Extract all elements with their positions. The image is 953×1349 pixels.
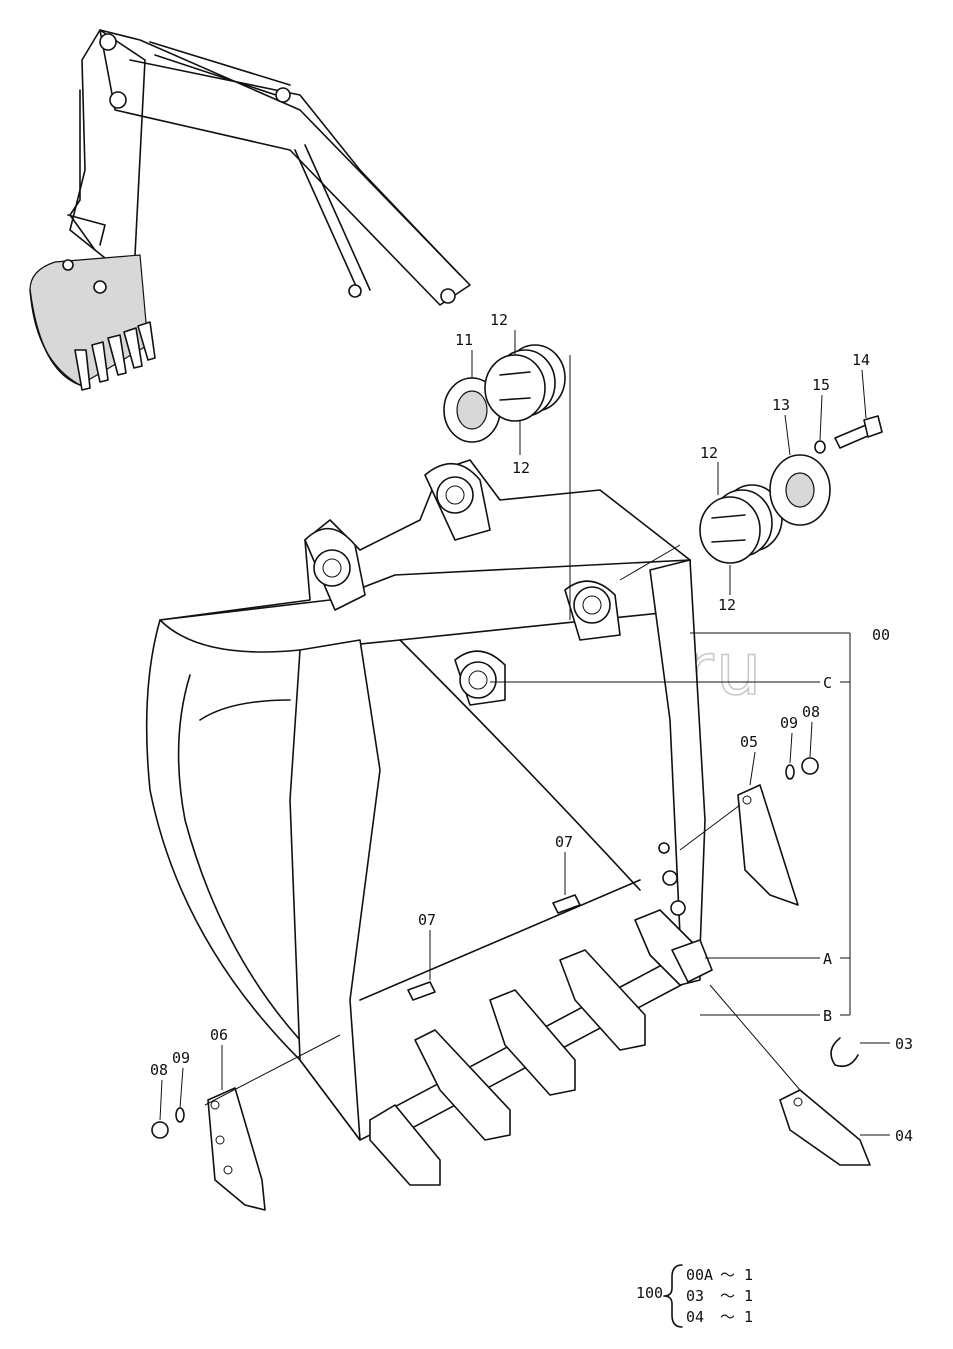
- part-14-bolt: [834, 415, 883, 449]
- kit-row-1-qty: ～ 1: [720, 1266, 753, 1284]
- leader-lines: [159, 330, 890, 1136]
- part-12-shims-right: [699, 484, 783, 564]
- excavator-arm-thumbnail: [29, 29, 471, 391]
- callout-13: 13: [772, 396, 790, 414]
- kit-row-3-part: 04: [686, 1308, 704, 1326]
- bucket-teeth: [369, 909, 713, 1186]
- part-03-lock-pin: [830, 1037, 859, 1068]
- kit-composition: 100 00A ～ 1 03 ～ 1 04 ～ 1: [636, 1264, 753, 1328]
- part-04-tooth: [779, 1089, 871, 1166]
- callout-12-right-top: 12: [700, 444, 718, 462]
- part-06-side-cutter: [207, 1087, 266, 1211]
- callout-05: 05: [740, 733, 758, 751]
- part-08-09-nut-washer: [151, 757, 819, 1139]
- part-15-washer: [814, 440, 826, 454]
- callout-04: 04: [895, 1127, 913, 1145]
- callout-06: 06: [210, 1026, 228, 1044]
- part-05-side-cutter: [737, 784, 799, 906]
- part-13-plate: [769, 454, 831, 526]
- kit-row-2-part: 03: [686, 1287, 704, 1305]
- kit-row-3-qty: ～ 1: [720, 1308, 753, 1326]
- callout-09-right: 09: [780, 714, 798, 732]
- callout-07-upper: 07: [555, 833, 573, 851]
- kit-brace: [663, 1264, 683, 1328]
- callout-08-right: 08: [802, 703, 820, 721]
- callout-08-left: 08: [150, 1061, 168, 1079]
- callout-07-lower: 07: [418, 911, 436, 929]
- kit-row-2-qty: ～ 1: [720, 1287, 753, 1305]
- part-07-bolts: [407, 894, 581, 1001]
- kit-row-1-part: 00A: [686, 1266, 713, 1284]
- kit-number: 100: [636, 1284, 663, 1302]
- part-12-shims-left: [484, 344, 566, 422]
- callout-09-left: 09: [172, 1049, 190, 1067]
- callout-12-right-bottom: 12: [718, 596, 736, 614]
- callout-12-mid: 12: [512, 459, 530, 477]
- callout-00: 00: [872, 626, 890, 644]
- callout-labels: 00 C A B 03 04 05 06 07 07 08 08 09 09 1…: [150, 311, 913, 1145]
- callout-14: 14: [852, 351, 870, 369]
- callout-A: A: [823, 950, 832, 968]
- callout-11: 11: [455, 331, 473, 349]
- callout-B: B: [823, 1007, 832, 1025]
- callout-15: 15: [812, 376, 830, 394]
- callout-12-top: 12: [490, 311, 508, 329]
- callout-03: 03: [895, 1035, 913, 1053]
- callout-C: C: [823, 674, 832, 692]
